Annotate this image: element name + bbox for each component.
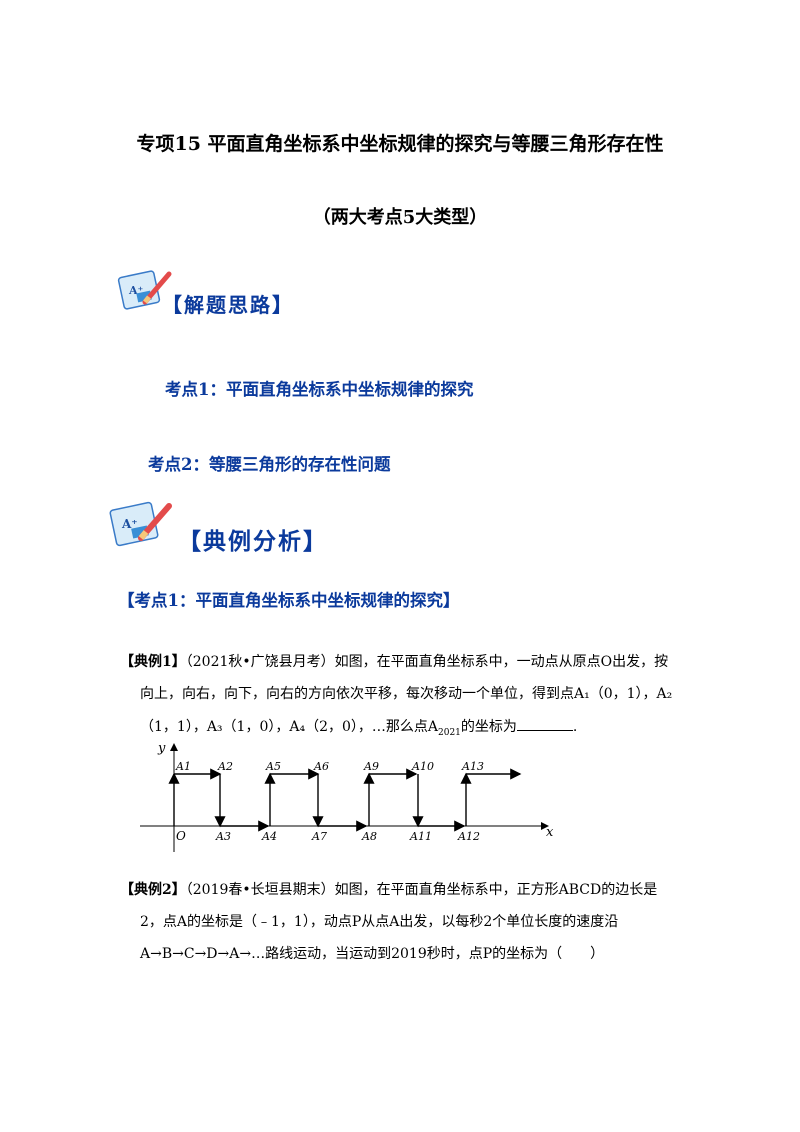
- key-point-1: 考点1：平面直角坐标系中坐标规律的探究: [165, 380, 474, 399]
- label-a5: A5: [265, 760, 281, 773]
- example-2-line-3: A→B→C→D→A→…路线运动，当运动到2019秒时，点P的坐标为（ ）: [140, 946, 605, 962]
- label-a12: A12: [457, 830, 480, 843]
- label-a4: A4: [261, 830, 277, 843]
- label-a7: A7: [311, 830, 327, 843]
- page-title: 专项15 平面直角坐标系中坐标规律的探究与等腰三角形存在性: [136, 133, 664, 155]
- student-pencil-icon: A⁺: [105, 496, 177, 554]
- section-banner-approach: 【解题思路】: [162, 293, 294, 317]
- label-a8: A8: [361, 830, 377, 843]
- coordinate-figure-svg: y x O A1 A2 A5 A6 A9 A10 A1: [140, 741, 554, 852]
- label-a2: A2: [217, 760, 233, 773]
- label-a9: A9: [363, 760, 379, 773]
- coordinate-figure: y x O A1 A2 A5 A6 A9 A10 A1: [140, 740, 560, 858]
- student-pencil-icon: A⁺: [115, 266, 175, 316]
- key-point-1-heading: 【考点1：平面直角坐标系中坐标规律的探究】: [118, 591, 460, 610]
- y-axis-label: y: [157, 741, 166, 756]
- svg-text:A⁺: A⁺: [121, 517, 138, 531]
- example-1-line-2: 向上，向右，向下，向右的方向依次平移，每次移动一个单位，得到点A₁（0，1），A…: [140, 686, 673, 702]
- example-1-label: 【典例1】: [120, 654, 186, 670]
- key-point-2: 考点2：等腰三角形的存在性问题: [148, 455, 391, 474]
- answer-blank[interactable]: [516, 716, 573, 731]
- example-1-line-3: （1，1），A₃（1，0），A₄（2，0），…那么点A2021的坐标为.: [140, 716, 577, 743]
- label-a1: A1: [175, 760, 191, 773]
- example-2-label: 【典例2】: [120, 882, 186, 898]
- example-2-line-1: 【典例2】（2019春•长垣县期末）如图，在平面直角坐标系中，正方形ABCD的边…: [120, 882, 658, 898]
- example-2-line-2: 2，点A的坐标是（﹣1，1），动点P从点A出发，以每秒2个单位长度的速度沿: [140, 914, 619, 930]
- label-a3: A3: [215, 830, 231, 843]
- label-a10: A10: [411, 760, 434, 773]
- label-a6: A6: [313, 760, 329, 773]
- section-banner-examples: 【典例分析】: [178, 528, 328, 555]
- example-1-line-1: 【典例1】（2021秋•广饶县月考）如图，在平面直角坐标系中，一动点从原点O出发…: [120, 654, 669, 670]
- origin-label: O: [176, 829, 186, 843]
- x-axis-label: x: [546, 825, 554, 840]
- label-a11: A11: [409, 830, 432, 843]
- label-a13: A13: [461, 760, 484, 773]
- page-subtitle: （两大考点5大类型）: [312, 207, 488, 228]
